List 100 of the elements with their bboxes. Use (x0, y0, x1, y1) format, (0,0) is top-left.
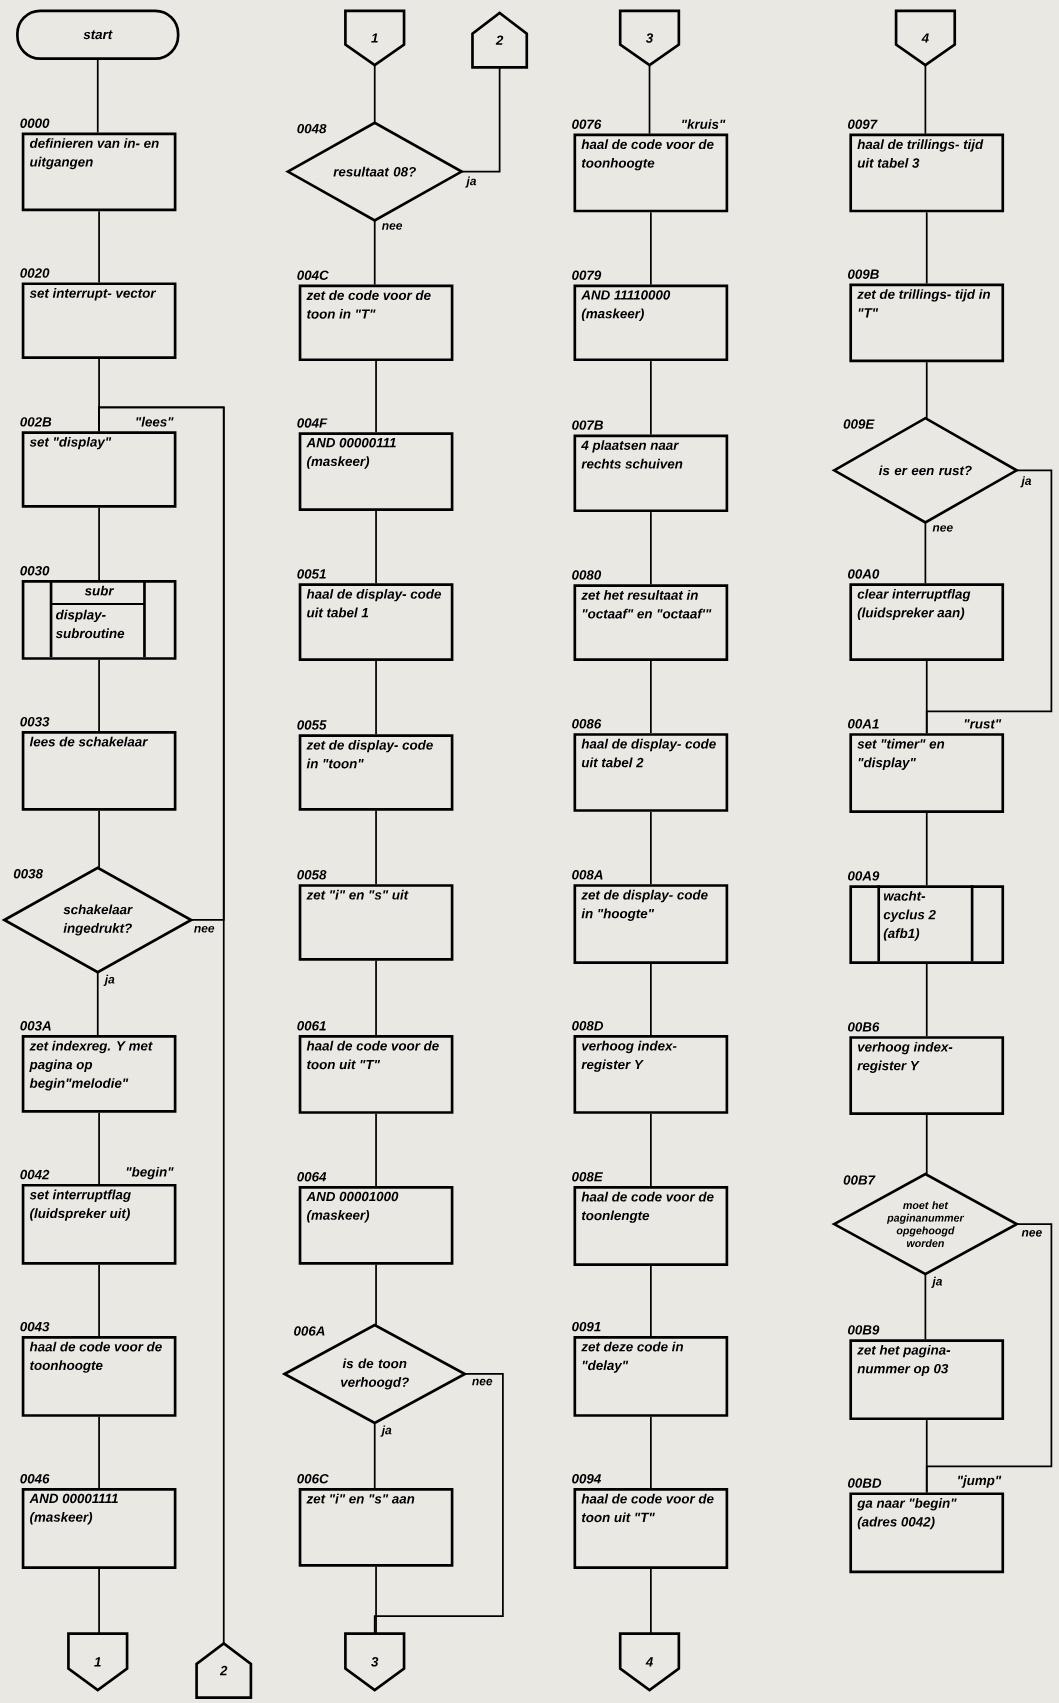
address-label: 004C (297, 270, 329, 280)
address-label: 009B (848, 269, 879, 279)
flow-line (650, 211, 652, 286)
address-label: 0000 (20, 118, 50, 128)
entry-label: "kruis" (682, 119, 726, 129)
flow-line (98, 210, 100, 284)
address-label: 00B7 (843, 1175, 876, 1185)
edge-label: nee (931, 523, 955, 534)
flow-line (650, 511, 652, 586)
flow-line (373, 64, 376, 124)
process-box: zet "i" en "s" uit (298, 884, 454, 961)
flow-line (925, 211, 928, 285)
flow-line (461, 66, 501, 173)
address-label: 00B9 (848, 1325, 880, 1335)
flow-line (650, 1416, 652, 1489)
address-label: 008E (572, 1172, 604, 1182)
address-label: 0076 (572, 119, 602, 129)
flow-line (375, 809, 377, 885)
process-box: haal de display- code uit tabel 2 (573, 733, 729, 812)
flow-line (98, 809, 100, 869)
flow-line (648, 64, 651, 135)
start-terminal: start (16, 9, 180, 60)
address-label: 008A (572, 870, 603, 880)
subroutine-box: wacht- cyclus 2 (afb1) (849, 885, 1005, 964)
process-box: zet de display- code in "toon" (298, 734, 454, 811)
entry-label: "lees" (136, 416, 174, 427)
address-label: 0046 (20, 1474, 50, 1484)
edge-label: ja (465, 175, 478, 189)
address-label: 004F (297, 418, 328, 428)
address-label: 0064 (297, 1172, 327, 1182)
process-box: set interruptflag (luidspreker uit) (21, 1183, 177, 1265)
flow-line (375, 1112, 377, 1187)
flow-line (925, 1419, 928, 1494)
flow-line (650, 1112, 652, 1187)
flow-line (98, 1568, 100, 1635)
flow-line (375, 510, 377, 585)
address-label: 0094 (572, 1474, 601, 1484)
process-box: haal de code voor de toon uit "T" (298, 1035, 454, 1114)
process-box: haal de code voor de toonhoogte (21, 1336, 177, 1417)
address-label: 0080 (572, 570, 602, 580)
flow-line (925, 660, 928, 735)
flow-line (925, 812, 928, 887)
process-box: definieren van in- en uitgangen (21, 132, 177, 212)
process-box: zet de code voor de toon in "T" (298, 284, 454, 362)
flow-line (98, 406, 225, 1644)
edge-label: ja (103, 973, 117, 988)
address-label: 0079 (572, 270, 602, 280)
flow-line (650, 660, 652, 735)
address-label: 0058 (297, 870, 327, 880)
flow-line (650, 360, 652, 436)
flow-line (925, 963, 928, 1038)
address-label: 0043 (20, 1321, 50, 1332)
flow-line (925, 361, 928, 419)
address-label: 006A (294, 1326, 325, 1336)
process-box: zet indexreg. Y met pagina op begin"melodie" (21, 1035, 177, 1113)
process-box: zet het pagina- nummer op 03 (849, 1339, 1005, 1421)
address-label: 002B (20, 417, 52, 427)
process-box: zet "i" en "s" aan (298, 1488, 454, 1567)
process-box: haal de trillings- tijd uit tabel 3 (849, 133, 1005, 213)
process-box: set "timer" en "display" (849, 733, 1005, 813)
process-box: lees de schakelaar (21, 731, 177, 811)
edge-label: ja (380, 1424, 394, 1439)
address-label: 0038 (13, 869, 43, 879)
address-label: 00A1 (848, 719, 879, 729)
flow-line (96, 59, 99, 134)
flow-line (650, 963, 652, 1036)
flow-line (98, 1111, 100, 1185)
flow-line (650, 1265, 652, 1337)
subroutine-box: subr display- subroutine (21, 580, 177, 660)
entry-label: "begin" (126, 1166, 174, 1180)
address-label: 0033 (20, 716, 50, 727)
process-box: set "display" (21, 431, 177, 508)
process-box: 4 plaatsen naar rechts schuiven (573, 434, 729, 513)
process-box: AND 00001000 (maskeer) (298, 1186, 454, 1265)
process-box: clear interruptflag (luidspreker aan) (849, 583, 1005, 661)
flow-line (96, 971, 99, 1036)
edge-label: nee (192, 924, 216, 934)
address-label: 0091 (572, 1321, 601, 1332)
flow-line (98, 1416, 100, 1489)
flow-line (924, 64, 927, 135)
address-label: 009E (843, 419, 875, 429)
edge-label: nee (470, 1377, 494, 1387)
process-box: AND 11110000 (maskeer) (573, 284, 729, 362)
flow-line (925, 1114, 928, 1175)
edge-label: nee (1020, 1228, 1044, 1238)
address-label: 00B6 (848, 1022, 880, 1032)
address-label: 0086 (572, 719, 602, 729)
process-box: AND 00000111 (maskeer) (298, 432, 454, 511)
process-box: verhoog index- register Y (849, 1036, 1005, 1115)
address-label: 008D (572, 1021, 604, 1031)
flow-line (373, 1373, 504, 1635)
address-label: 0051 (297, 569, 326, 579)
flow-line (98, 506, 100, 581)
address-label: 0042 (20, 1169, 50, 1180)
entry-label: "jump" (958, 1475, 1002, 1488)
flow-line (98, 658, 100, 732)
edge-label: ja (931, 1275, 944, 1290)
flow-line (650, 811, 652, 885)
address-label: 0055 (297, 720, 327, 730)
process-box: zet de trillings- tijd in "T" (849, 283, 1005, 363)
